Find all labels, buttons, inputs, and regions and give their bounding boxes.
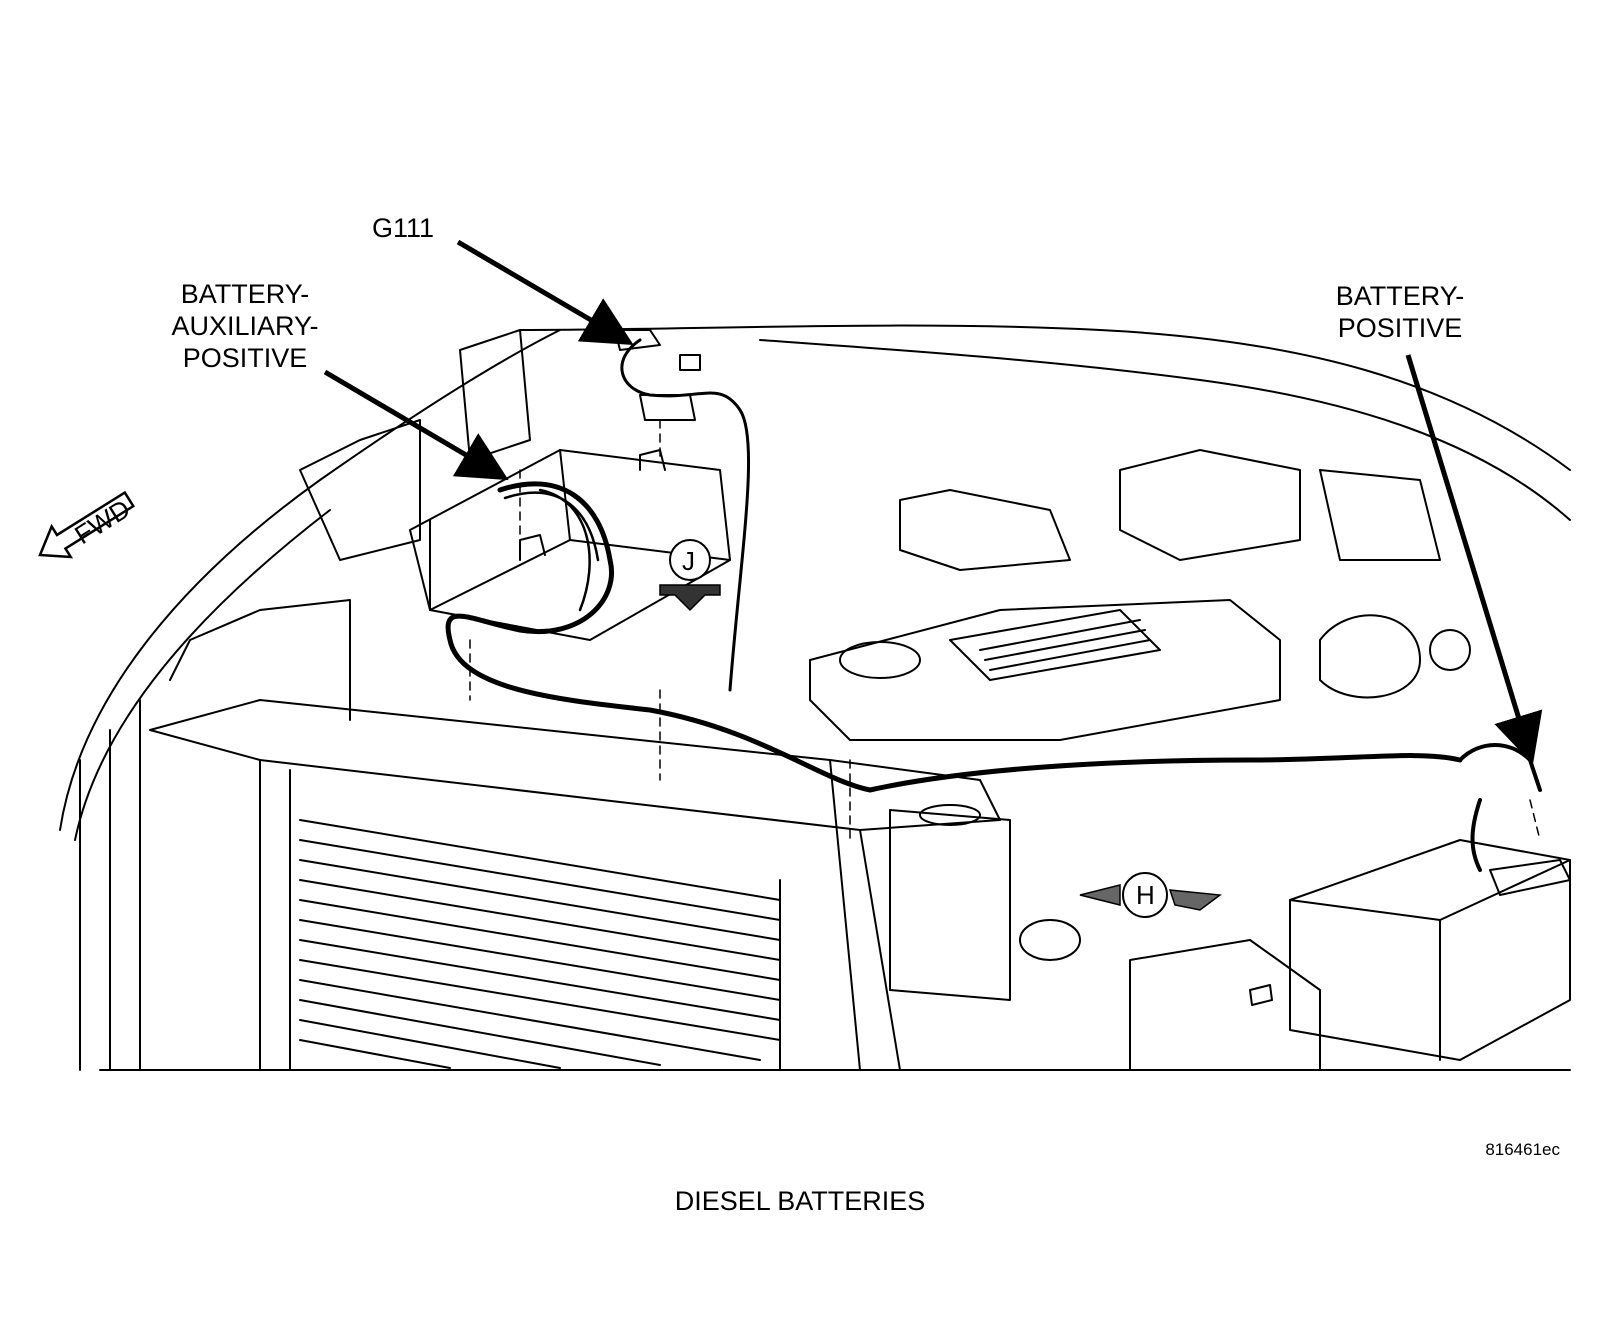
view-h-callout xyxy=(1079,872,1222,918)
auxiliary-battery xyxy=(409,449,731,641)
battery-positive-label: BATTERY- POSITIVE xyxy=(1320,280,1480,344)
figure-caption: DIESEL BATTERIES xyxy=(674,1186,926,1216)
main-battery xyxy=(1289,839,1571,1061)
figure-id: 816461ec xyxy=(1485,1140,1560,1159)
g111-label-text: G111 xyxy=(372,213,435,243)
aux-label-line-1: BATTERY- xyxy=(180,279,310,309)
view-h-label: H xyxy=(1136,880,1155,910)
aux-label-line-3: POSITIVE xyxy=(182,343,308,373)
battery-positive-arrow xyxy=(1405,354,1543,765)
pos-label-line-1: BATTERY- xyxy=(1335,281,1465,311)
view-j-callout xyxy=(659,539,721,612)
radiator-core xyxy=(299,819,781,1071)
pos-label-line-2: POSITIVE xyxy=(1337,313,1463,343)
g111-ground-wire xyxy=(620,338,751,692)
aux-label-line-2: AUXILIARY- xyxy=(171,311,319,341)
battery-auxiliary-positive-label: BATTERY- AUXILIARY- POSITIVE xyxy=(150,278,340,374)
g111-arrow xyxy=(456,239,634,346)
view-j-label: J xyxy=(682,546,695,576)
aux-positive-arrow xyxy=(323,369,509,481)
g111-label: G111 xyxy=(372,212,434,244)
fender-outline xyxy=(59,329,561,831)
aux-battery-cable xyxy=(445,481,1463,793)
radiator-support xyxy=(149,699,1001,831)
fwd-arrow xyxy=(38,490,136,559)
engine-cover xyxy=(809,599,1281,741)
